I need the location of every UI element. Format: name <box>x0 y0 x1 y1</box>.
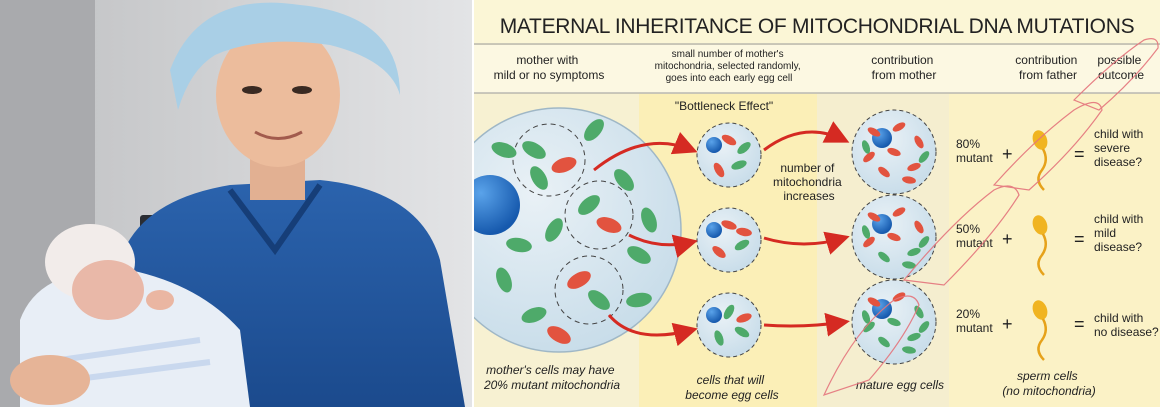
row3-mutant: mutant <box>956 321 993 335</box>
photo-doctor-holding-baby <box>0 0 472 407</box>
header-contribution-mother: contribution from mother <box>871 53 936 82</box>
early-egg-cell-1 <box>697 123 761 187</box>
row1-plus: + <box>1002 144 1013 164</box>
row2-percent: 50% <box>956 222 980 236</box>
doctor-hand <box>10 355 90 405</box>
increase-note-l3: increases <box>783 189 834 203</box>
mtdna-inheritance-diagram: MATERNAL INHERITANCE OF MITOCHONDRIAL DN… <box>474 0 1160 407</box>
baby-face <box>72 260 144 320</box>
header-mother-l2: mild or no symptoms <box>494 68 605 82</box>
row1-mutant: mutant <box>956 151 993 165</box>
header-cf-l2: from father <box>1019 68 1077 82</box>
caption-sperm-l1: sperm cells <box>1017 369 1078 383</box>
caption-early-l2: become egg cells <box>685 388 778 402</box>
row3-plus: + <box>1002 314 1013 334</box>
mature-egg-cells <box>852 110 936 364</box>
doctor-eye-left <box>242 86 262 94</box>
early-egg-cells <box>697 123 761 357</box>
caption-mother-l2: 20% mutant mitochondria <box>483 378 620 392</box>
caption-mother: mother's cells may have 20% mutant mitoc… <box>483 363 620 392</box>
row2-equals: = <box>1074 229 1085 249</box>
caption-mother-l1: mother's cells may have <box>486 363 615 377</box>
header-cm-l1: contribution <box>871 53 933 67</box>
bottleneck-label: "Bottleneck Effect" <box>675 99 773 113</box>
row1-outcome-l2: severe <box>1094 141 1130 155</box>
header-mother-l1: mother with <box>516 53 578 67</box>
header-outcome-l1: possible <box>1097 53 1141 67</box>
row2-plus: + <box>1002 229 1013 249</box>
caption-early-l1: cells that will <box>697 373 765 387</box>
increase-note-l1: number of <box>780 161 835 175</box>
doctor-eye-right <box>292 86 312 94</box>
header-selection-l3: goes into each early egg cell <box>666 73 793 84</box>
early-egg-cell-3 <box>697 293 761 357</box>
header-selection-l2: mitochondria, selected randomly, <box>655 61 801 72</box>
header-row: mother with mild or no symptoms small nu… <box>474 45 1160 93</box>
header-cm-l2: from mother <box>872 68 937 82</box>
header-selection: small number of mother's mitochondria, s… <box>655 49 804 84</box>
header-selection-l1: small number of mother's <box>672 49 784 60</box>
row3-equals: = <box>1074 314 1085 334</box>
row1-equals: = <box>1074 144 1085 164</box>
row1-percent: 80% <box>956 137 980 151</box>
row2-outcome-l3: disease? <box>1094 240 1142 254</box>
early-egg-nucleus-2 <box>706 222 722 238</box>
header-cf-l1: contribution <box>1015 53 1077 67</box>
caption-sperm-l2: (no mitochondria) <box>1002 384 1095 398</box>
increase-note: number of mitochondria increases <box>773 161 845 203</box>
row3-outcome-l1: child with <box>1094 311 1143 325</box>
header-contribution-father: contribution from father <box>1015 53 1080 82</box>
early-egg-nucleus-1 <box>706 137 722 153</box>
row3-percent: 20% <box>956 307 980 321</box>
row1-outcome-l3: disease? <box>1094 155 1142 169</box>
early-egg-nucleus-3 <box>706 307 722 323</box>
row1-outcome-l1: child with <box>1094 127 1143 141</box>
caption-early-eggs: cells that will become egg cells <box>685 373 778 402</box>
row2-outcome-l2: mild <box>1094 226 1116 240</box>
early-egg-cell-2 <box>697 208 761 272</box>
diagram-title: MATERNAL INHERITANCE OF MITOCHONDRIAL DN… <box>500 15 1135 38</box>
row2-outcome-l1: child with <box>1094 212 1143 226</box>
baby-hand <box>146 290 174 310</box>
increase-note-l2: mitochondria <box>773 175 842 189</box>
row3-outcome-l2: no disease? <box>1094 325 1159 339</box>
